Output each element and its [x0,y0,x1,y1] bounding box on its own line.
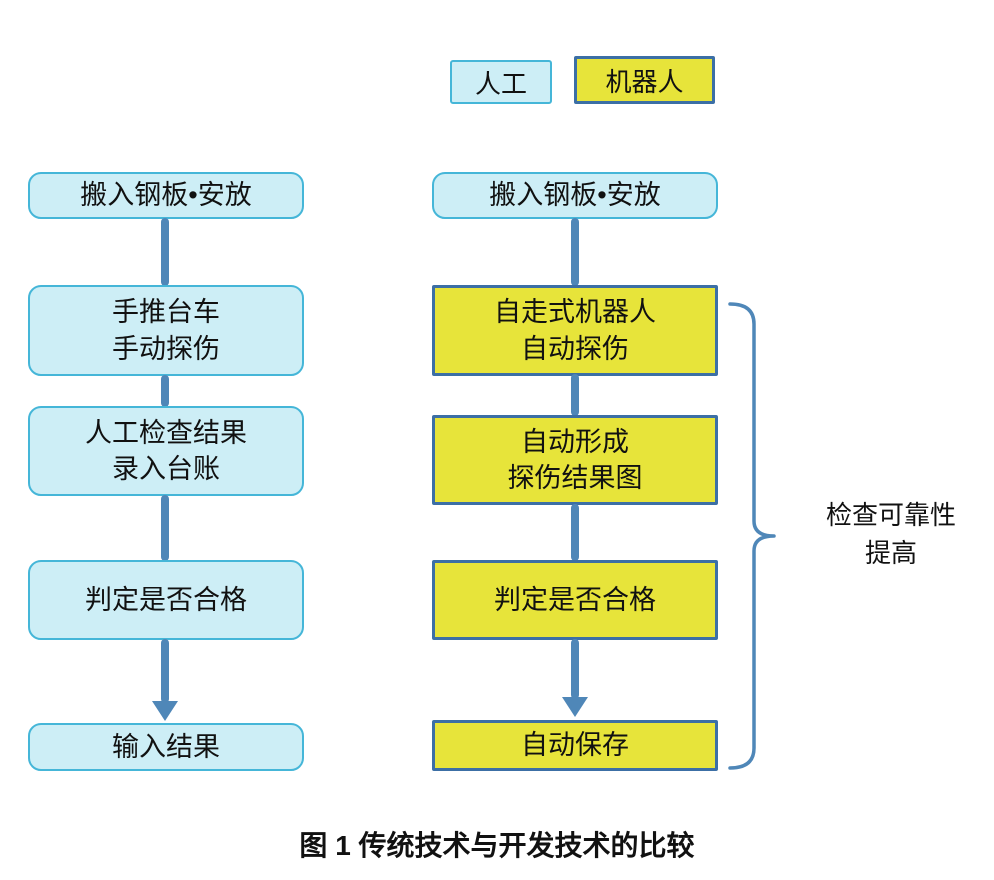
right-flow-step-2: 自走式机器人 自动探伤 [432,285,718,376]
right-connector-1 [571,218,579,286]
figure-caption: 图 1 传统技术与开发技术的比较 [299,830,695,861]
right-arrowhead-icon [562,697,588,717]
right-connector-3 [571,504,579,561]
reliability-brace [728,302,776,770]
left-connector-4 [161,639,169,703]
left-connector-1 [161,218,169,286]
right-flow-step-1: 搬入钢板•安放 [432,172,718,219]
legend-robot: 机器人 [574,56,715,104]
right-flow-step-4: 判定是否合格 [432,560,718,640]
left-connector-3 [161,495,169,561]
right-flow-step-5: 自动保存 [432,720,718,771]
reliability-annotation: 检查可靠性 提高 [825,500,956,568]
left-arrowhead-icon [152,701,178,721]
right-flow-step-3: 自动形成 探伤结果图 [432,415,718,505]
right-connector-2 [571,374,579,416]
left-flow-step-2: 手推台车 手动探伤 [28,285,304,376]
legend-manual: 人工 [450,60,552,104]
left-flow-step-5: 输入结果 [28,723,304,771]
left-flow-step-4: 判定是否合格 [28,560,304,640]
right-connector-4 [571,639,579,699]
left-connector-2 [161,375,169,407]
left-flow-step-1: 搬入钢板•安放 [28,172,304,219]
left-flow-step-3: 人工检查结果 录入台账 [28,406,304,496]
